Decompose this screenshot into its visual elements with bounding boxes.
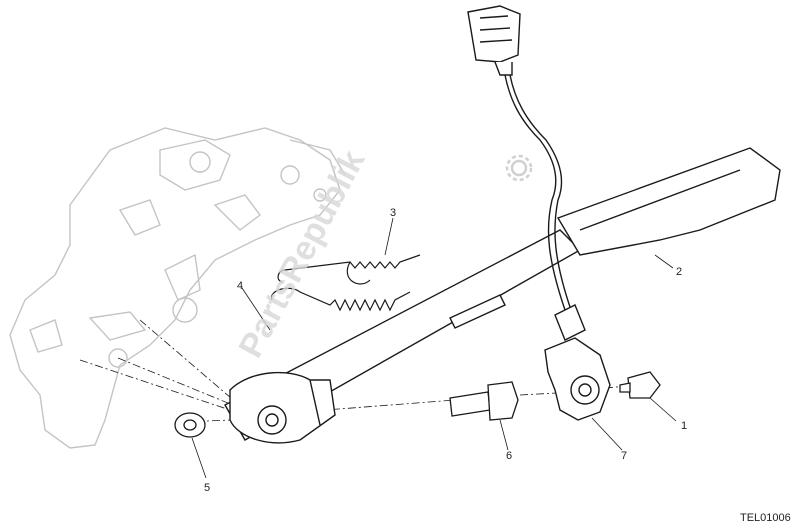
washer-part-5 [174, 412, 206, 438]
callout-6: 6 [506, 450, 512, 462]
screw-part-1 [619, 371, 661, 399]
frame-bracket-ghost [9, 127, 346, 449]
callout-1: 1 [681, 420, 687, 432]
bolt-part-6 [449, 381, 519, 421]
gear-icon [505, 154, 533, 182]
leader-lines [191, 217, 677, 479]
drawing-code: TEL01006 [740, 512, 791, 524]
springs [271, 254, 421, 312]
callout-4: 4 [237, 280, 243, 292]
callout-3: 3 [390, 207, 396, 219]
side-stand [224, 147, 781, 444]
watermark: PartsRepublik [232, 144, 373, 364]
callout-2: 2 [676, 266, 682, 278]
watermark-text: PartsRepublik [232, 144, 373, 364]
sensor-harness [467, 5, 611, 421]
callout-5: 5 [204, 482, 210, 494]
callout-7: 7 [621, 450, 627, 462]
